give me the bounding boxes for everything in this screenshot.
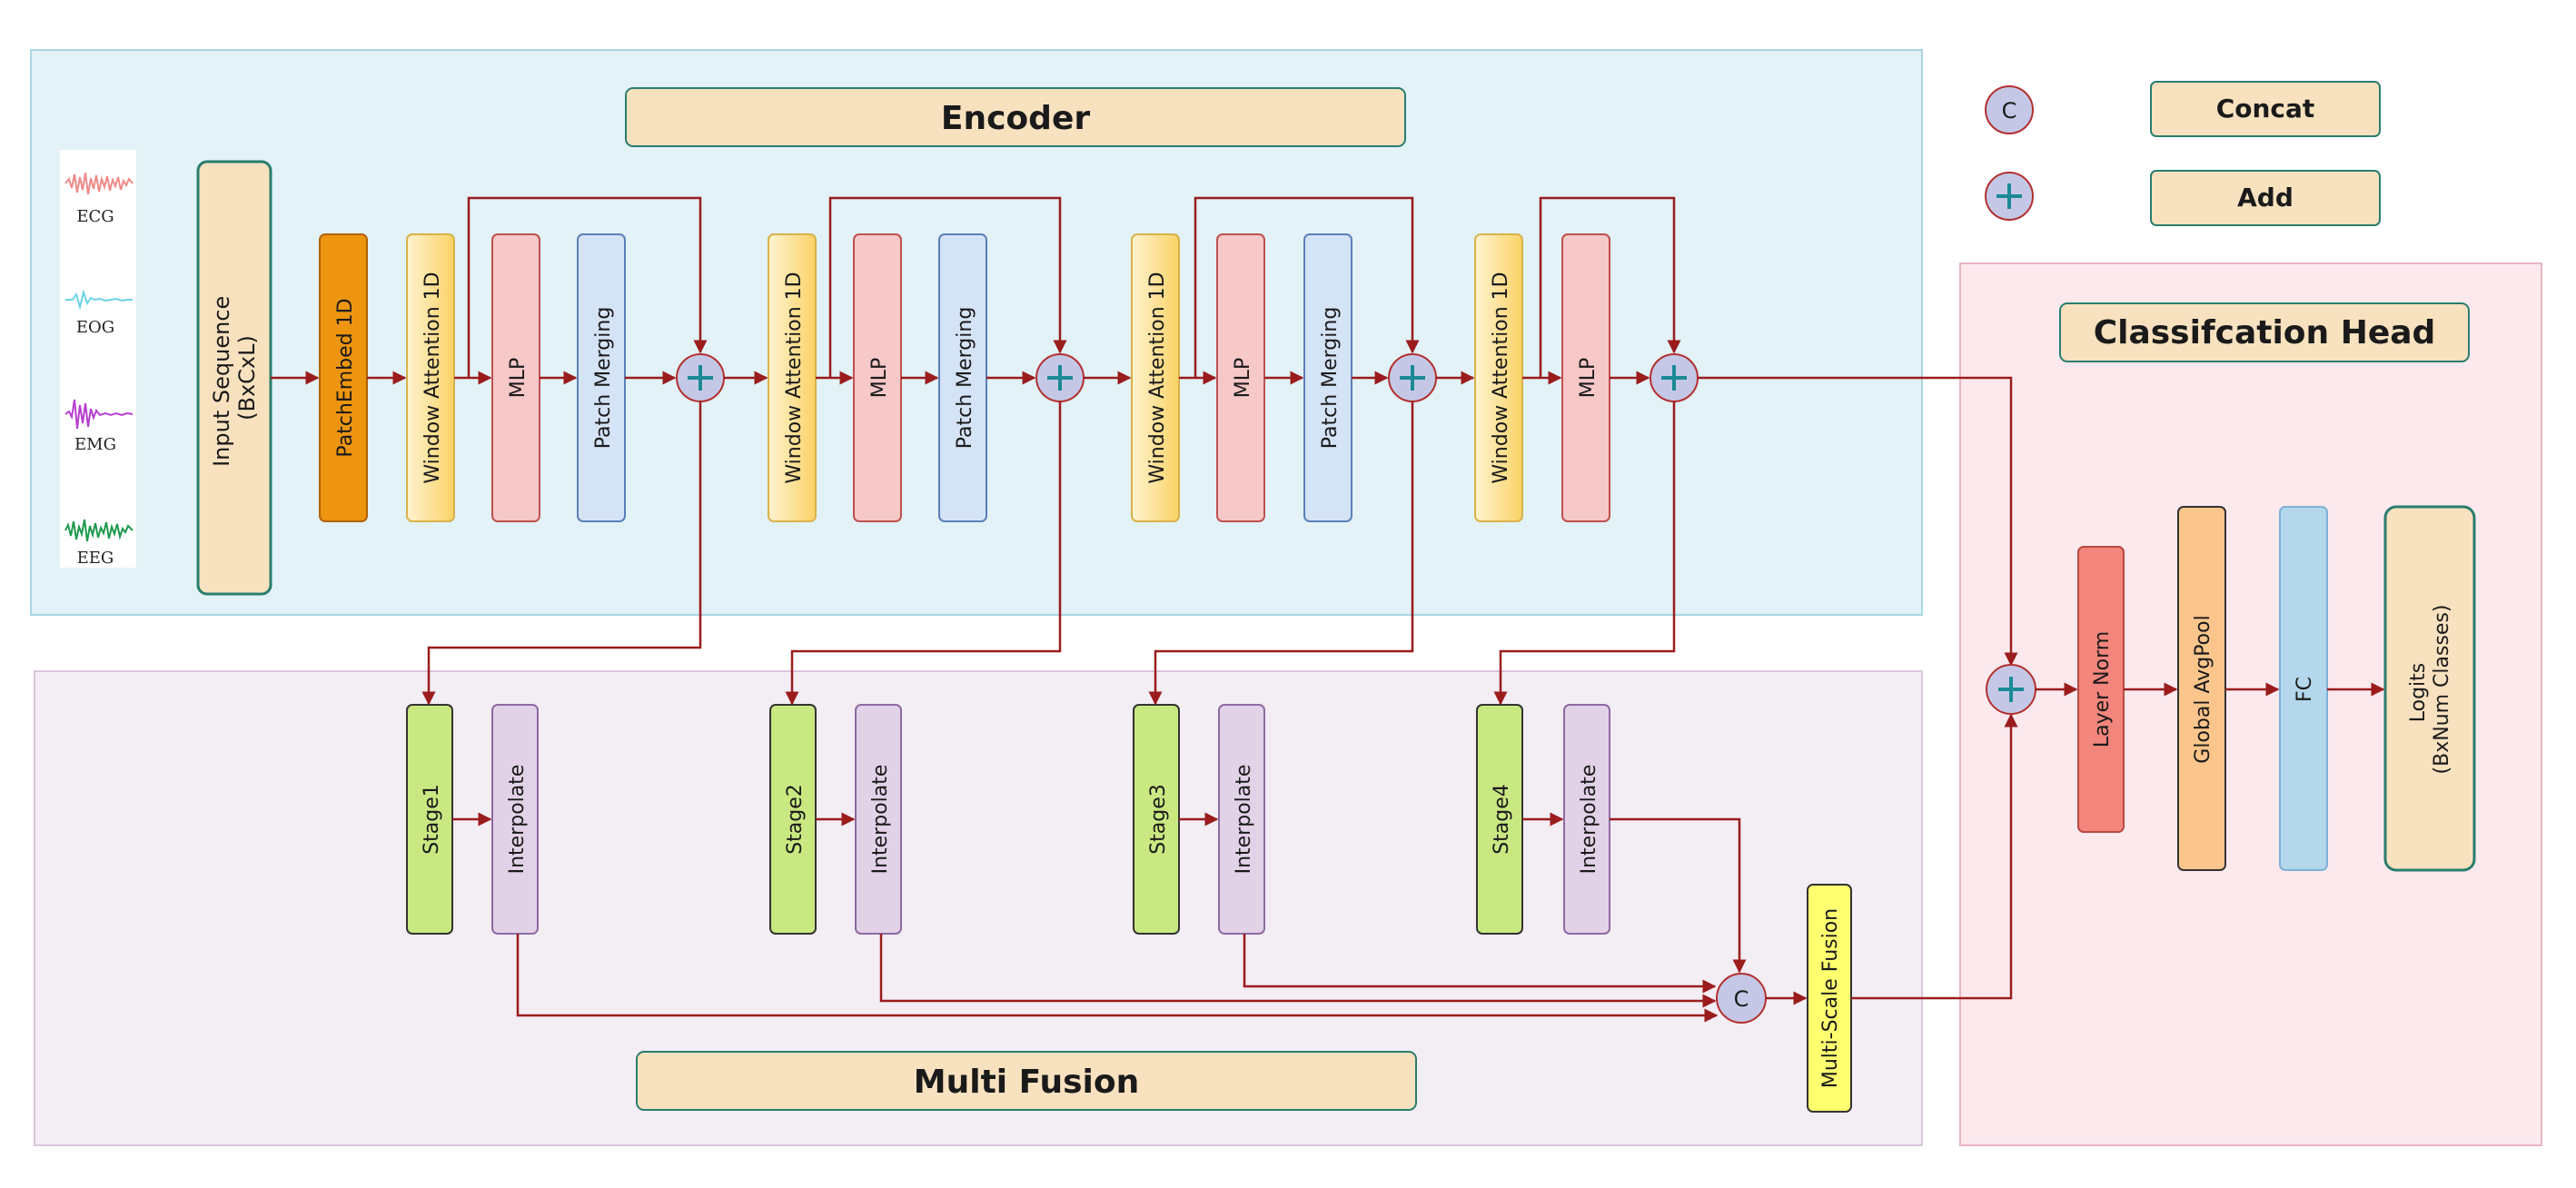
window-attention-label-2: Window Attention 1D [783, 272, 806, 483]
emg-label: EMG [74, 435, 116, 454]
patch-merging-label-1: Patch Merging [592, 307, 615, 450]
fusion-title: Multi Fusion [914, 1064, 1139, 1101]
multi-scale-fusion-label: Multi-Scale Fusion [1819, 908, 1842, 1088]
layer-norm-label: Layer Norm [2091, 631, 2114, 747]
input-sequence-label: Input Sequence (BxCxL) [209, 289, 260, 467]
concat-legend-symbol: C [2002, 98, 2017, 124]
concat-legend-label: Concat [2216, 94, 2315, 124]
head-title-box [2059, 302, 2470, 362]
interpolate-block-2 [855, 704, 902, 935]
concat-legend-node [1985, 85, 2034, 134]
logits-label: Logits (BxNum Classes) [2407, 605, 2453, 775]
emg-waveform [64, 399, 134, 430]
add-node-1 [676, 353, 725, 402]
add-legend-label: Add [2237, 183, 2294, 213]
head-add-node [1986, 664, 2036, 715]
stage3-label: Stage3 [1147, 784, 1170, 855]
interpolate-block-3 [1218, 704, 1265, 935]
interpolate-block-1 [491, 704, 539, 935]
add-node-3 [1388, 353, 1437, 402]
signal-strip [60, 150, 136, 568]
patch-merging-label-3: Patch Merging [1319, 307, 1342, 450]
window-attention-label-1: Window Attention 1D [421, 272, 444, 483]
encoder-title: Encoder [941, 100, 1090, 137]
interpolate-label-3: Interpolate [1233, 765, 1255, 875]
mlp-label-4: MLP [1577, 358, 1600, 399]
window-attention-label-4: Window Attention 1D [1490, 272, 1512, 483]
fc-label: FC [2294, 677, 2316, 702]
ecg-waveform [64, 172, 134, 195]
ecg-label: ECG [76, 207, 114, 226]
eog-label: EOG [76, 318, 114, 337]
stage1-label: Stage1 [421, 784, 443, 855]
window-attention-label-3: Window Attention 1D [1146, 272, 1169, 483]
add-node-2 [1035, 353, 1085, 402]
logits-block [2383, 505, 2476, 872]
fusion-arrows [452, 713, 2018, 1023]
add-node-4 [1650, 353, 1699, 402]
interpolate-label-1: Interpolate [506, 765, 529, 875]
eog-waveform [65, 289, 133, 311]
add-icon [688, 365, 713, 391]
encoder-title-box [625, 87, 1406, 147]
head-title: Classifcation Head [2094, 314, 2436, 351]
fusion-title-box [636, 1051, 1417, 1111]
stage2-label: Stage2 [784, 784, 807, 855]
add-icon [1998, 677, 2024, 702]
concat-node-symbol: C [1734, 986, 1749, 1012]
mlp-label-2: MLP [868, 358, 891, 399]
mlp-label-1: MLP [507, 358, 530, 399]
patch-embed-label: PatchEmbed 1D [334, 298, 357, 457]
eeg-label: EEG [77, 549, 114, 568]
add-icon [1047, 365, 1073, 391]
concat-legend-box [2150, 81, 2381, 137]
add-legend-icon [1996, 183, 2022, 209]
add-legend-box [2150, 170, 2381, 226]
patch-merging-label-2: Patch Merging [954, 307, 976, 450]
mlp-label-3: MLP [1232, 358, 1254, 399]
encoder-arrows [271, 196, 2018, 706]
stage4-label: Stage4 [1491, 784, 1513, 855]
interpolate-label-4: Interpolate [1578, 765, 1600, 875]
add-icon [1661, 365, 1687, 391]
add-icon [1400, 365, 1425, 391]
interpolate-label-2: Interpolate [869, 765, 892, 875]
global-avgpool-label: Global AvgPool [2192, 615, 2214, 763]
eeg-waveform [64, 519, 134, 542]
